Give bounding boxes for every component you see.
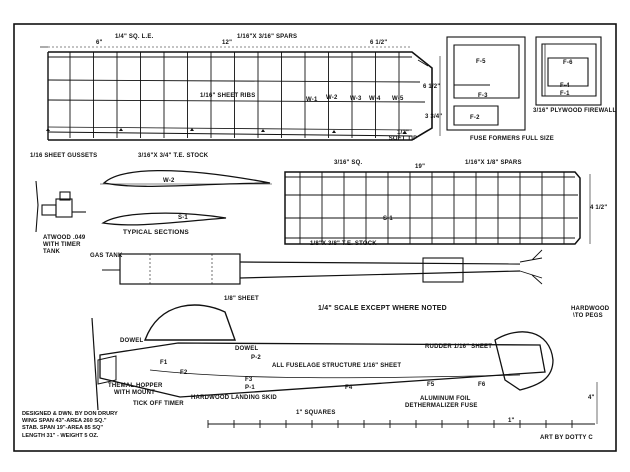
section-s1: S-1 <box>178 215 188 221</box>
former-f6: F-6 <box>563 60 573 66</box>
firewall-label: 3/16" PLYWOOD FIREWALL <box>533 108 617 114</box>
wing-dim-6-5-right: 6 1/2" <box>423 84 441 90</box>
side-p2: P-2 <box>251 355 261 361</box>
former-f2: F-2 <box>470 115 480 121</box>
engine-line3: TANK <box>43 249 61 255</box>
wing-rib-w3: W-3 <box>350 96 362 102</box>
section-w2: W-2 <box>163 178 175 184</box>
side-skid-label: HARDWOOD LANDING SKID <box>191 395 277 401</box>
wing-tip-label: 1/2" SOFT TIP <box>388 130 418 142</box>
sheet-label: 1/8" SHEET <box>224 296 259 302</box>
former-f4: F-4 <box>560 83 570 89</box>
side-dowel-left: DOWEL <box>120 338 144 344</box>
side-f5: F5 <box>427 382 435 388</box>
pegs-line1: HARDWOOD <box>571 306 610 312</box>
pegs-line2: \TO PEGS <box>573 313 603 319</box>
wing-te-label: 3/16"X 3/4" T.E. STOCK <box>138 153 209 159</box>
side-dowel-right: DOWEL <box>235 346 259 352</box>
formers-caption: FUSE FORMERS FULL SIZE <box>470 136 554 142</box>
side-rudder-label: RUDDER 1/16" SHEET <box>425 344 493 350</box>
engine-drawing <box>35 180 86 233</box>
former-f5: F-5 <box>476 59 486 65</box>
side-timer-label: TICK OFF TIMER <box>133 401 184 407</box>
wing-spars-label: 1/16"X 3/16" SPARS <box>237 34 298 40</box>
side-structure-label: ALL FUSELAGE STRUCTURE 1/16" SHEET <box>272 363 402 369</box>
sections-caption: TYPICAL SECTIONS <box>123 229 189 236</box>
stab-spars-label: 1/16"X 1/8" SPARS <box>465 160 522 166</box>
stab-dim-4-5: 4 1/2" <box>590 205 608 211</box>
former-f1: F-1 <box>560 91 570 97</box>
former-f3: F-3 <box>478 93 488 99</box>
plan-border <box>13 23 617 452</box>
side-f2: F2 <box>180 370 188 376</box>
artist-credit: ART BY DOTTY C <box>540 435 593 441</box>
side-hopper-line2: WITH MOUNT <box>114 390 155 396</box>
wing-gussets <box>46 128 407 134</box>
credits-line2: WING SPAN 43"-AREA 260 SQ." <box>22 418 107 425</box>
wing-plan <box>40 46 441 141</box>
credits-line4: LENGTH 31" - WEIGHT 5 OZ. <box>22 432 99 439</box>
engine-line1: ATWOOD .049 <box>43 235 86 241</box>
typical-sections <box>100 169 272 226</box>
stab-plan <box>284 171 591 245</box>
engine-line2: WITH TIMER <box>43 242 81 248</box>
credits-line3: STAB. SPAN 19"-AREA 85 SQ" <box>22 425 104 432</box>
fuselage-side-view <box>91 304 598 428</box>
fuse-formers <box>446 36 602 131</box>
side-hopper-line1: THEMAL HOPPER <box>108 383 163 389</box>
stab-dim-19: 19" <box>415 164 426 170</box>
wing-rib-w2: W-2 <box>326 95 338 101</box>
wing-dim-6: 6" <box>96 40 103 46</box>
side-f1: F1 <box>160 360 168 366</box>
gas-tank-label: GAS TANK <box>90 253 123 259</box>
credits-line1: DESIGNED & DWN. BY DON DRURY <box>22 411 118 417</box>
stab-te-label: 1/8"X 3/8" T.E. STOCK <box>310 241 377 247</box>
side-f3: F3 <box>245 377 253 383</box>
side-fuse-label: DETHERMALIZER FUSE <box>405 403 478 409</box>
stab-rib-s1: S-1 <box>383 216 393 222</box>
wing-le-label: 1/4" SQ. L.E. <box>115 34 154 40</box>
side-f4: F4 <box>345 385 353 391</box>
fuselage-top-view <box>102 249 543 285</box>
side-foil-label: ALUMINUM FOIL <box>420 396 471 402</box>
wing-rib-w4: W-4 <box>369 96 381 102</box>
wing-dim-6-5: 6 1/2" <box>370 40 388 46</box>
wing-ribs-label: 1/16" SHEET RIBS <box>200 93 256 99</box>
side-dim-1: 1" <box>508 418 515 424</box>
stab-le-label: 3/16" SQ. <box>334 160 363 166</box>
side-dim-4: 4" <box>588 395 595 401</box>
side-squares-label: 1" SQUARES <box>296 410 336 416</box>
scale-note: 1/4" SCALE EXCEPT WHERE NOTED <box>318 305 447 312</box>
wing-dim-12: 12" <box>222 40 233 46</box>
side-p1: P-1 <box>245 385 255 391</box>
wing-dim-3-75: 3 3/4" <box>425 114 443 120</box>
wing-rib-w1: W-1 <box>306 97 318 103</box>
credits-block: DESIGNED & DWN. BY DON DRURY WING SPAN 4… <box>22 411 118 440</box>
side-f6: F6 <box>478 382 486 388</box>
wing-gussets-label: 1/16 SHEET GUSSETS <box>30 153 98 159</box>
wing-rib-w5: W-5 <box>392 96 404 102</box>
